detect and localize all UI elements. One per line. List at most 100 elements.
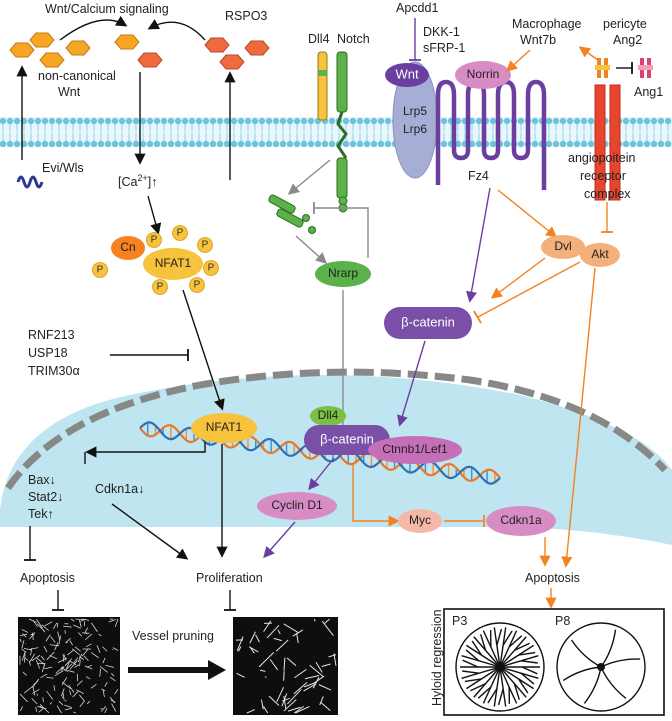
vessel-segment [30,648,33,656]
vessel-pruning-label: Vessel pruning [132,629,214,643]
center-wnt-hexagons [114,34,163,68]
vessel-segment [53,685,56,691]
vessel-segment [294,668,307,679]
vessel-segment [62,681,71,690]
vessel-segment [39,704,50,714]
nfat1-cytoplasmic-node [143,248,203,280]
vessel-segment [36,693,39,696]
vessel-segment [36,657,45,665]
vessel-segment [75,618,85,621]
vessel-segment [24,657,29,661]
apoptosis-left-label: Apoptosis [20,571,75,585]
hyaloid-branch [508,635,523,648]
vessel-segment [79,694,85,702]
vessel-segment [110,673,115,677]
target-bax: Bax↓ [28,473,56,487]
myc-node [398,509,442,533]
arrow-calcium-to-nfat [147,195,162,235]
vessel-segment [63,653,67,661]
vessel-segment [79,659,81,667]
hyaloid-vessel [499,644,535,668]
arrow-bcat-to-cyclin [308,457,335,491]
vessel-segment [73,624,81,629]
dll4-ligand-label: Dll4 [308,32,330,46]
hyaloid-vessel [473,666,501,698]
vessel-segment [83,655,89,662]
hyaloid-branch [521,660,538,664]
arrow-fz4-to-dvl [497,189,558,238]
vessel-segment [32,686,36,696]
arrow-nfat-to-targets [85,442,206,458]
hyaloid-vessel [499,627,507,668]
vessel-segment [286,657,297,667]
hyaloid-vessel [493,666,501,707]
arrow-noncanonical-to-center [59,15,128,41]
vessel-segment [32,678,40,688]
hyaloid-branch [487,688,498,704]
ang2-ligand [595,58,610,78]
hyaloid-branch [497,688,504,706]
vessel-segment [320,702,331,711]
vessel-segment [102,689,105,698]
vessel-segment [70,618,75,622]
receptor-label-1: angiopoitein [568,151,635,165]
phosphate-node [197,237,213,253]
nicd-fragments [268,194,316,234]
vessel-segment [86,664,92,668]
arrow-cdkn1a-to-proliferation [111,503,189,560]
vessel-segment [319,696,324,706]
vessel-segment [263,706,269,714]
hyaloid-vessel [499,666,527,698]
vessel-segment [259,669,266,672]
nrarp-node [315,261,371,287]
cyclin-d1-node [257,492,337,520]
arrow-nfat-to-nucleus [182,289,225,411]
vessel-segment [269,659,279,671]
hyaloid-vessel [499,636,527,668]
vessel-segment [99,666,108,673]
calcium-label: [Ca2+]↑ [118,173,157,189]
hyaloid-vessel [465,644,501,668]
vessel-segment [36,623,46,633]
vessel-segment [238,646,242,652]
hyaloid-branch [496,628,503,646]
sfrp1-label: sFRP-1 [423,41,465,55]
vessel-segment [258,651,275,668]
arrow-ang2-to-macrophage [578,46,599,61]
vessel-segment [101,688,106,692]
evi-wls-icon [16,175,44,189]
nfat1-nuclear-label: NFAT1 [206,420,243,434]
vessel-segment [74,646,81,652]
vessel-segment [84,633,93,641]
inhibitor-rnf213: RNF213 [28,328,75,342]
vessel-segment [104,681,108,687]
vessel-segment [61,696,64,699]
phosphate-label: P [157,282,164,293]
vessel-segment [296,633,299,644]
beta-catenin-nuclear-label: β-catenin [320,431,374,446]
dkk1-label: DKK-1 [423,25,460,39]
angiopoietin-receptor [594,84,621,201]
vessel-segment [35,706,38,712]
vessel-segment [60,688,65,697]
vessel-segment [90,683,97,689]
hyaloid-vessel [499,666,539,679]
vessel-segment [283,695,287,710]
vessel-segment [23,685,34,694]
myc-label: Myc [409,513,431,527]
vessel-image-pruned [233,617,338,715]
hyaloid-branch [470,682,486,692]
vessel-segment [273,637,283,642]
vessel-segment [64,707,72,711]
nfat1-nuclear-node [191,413,257,443]
vessel-segment [82,618,90,621]
vessel-segment [248,646,259,653]
vessel-segment [86,700,91,705]
hyaloid-branch [513,683,521,700]
vessel-segment [283,657,286,671]
vessel-segment [275,639,289,652]
vessel-segment [303,683,316,692]
wnt-ligand-label: Wnt [395,66,419,81]
noncanonical-label-2: Wnt [58,85,81,99]
vessel-segment [105,664,115,668]
